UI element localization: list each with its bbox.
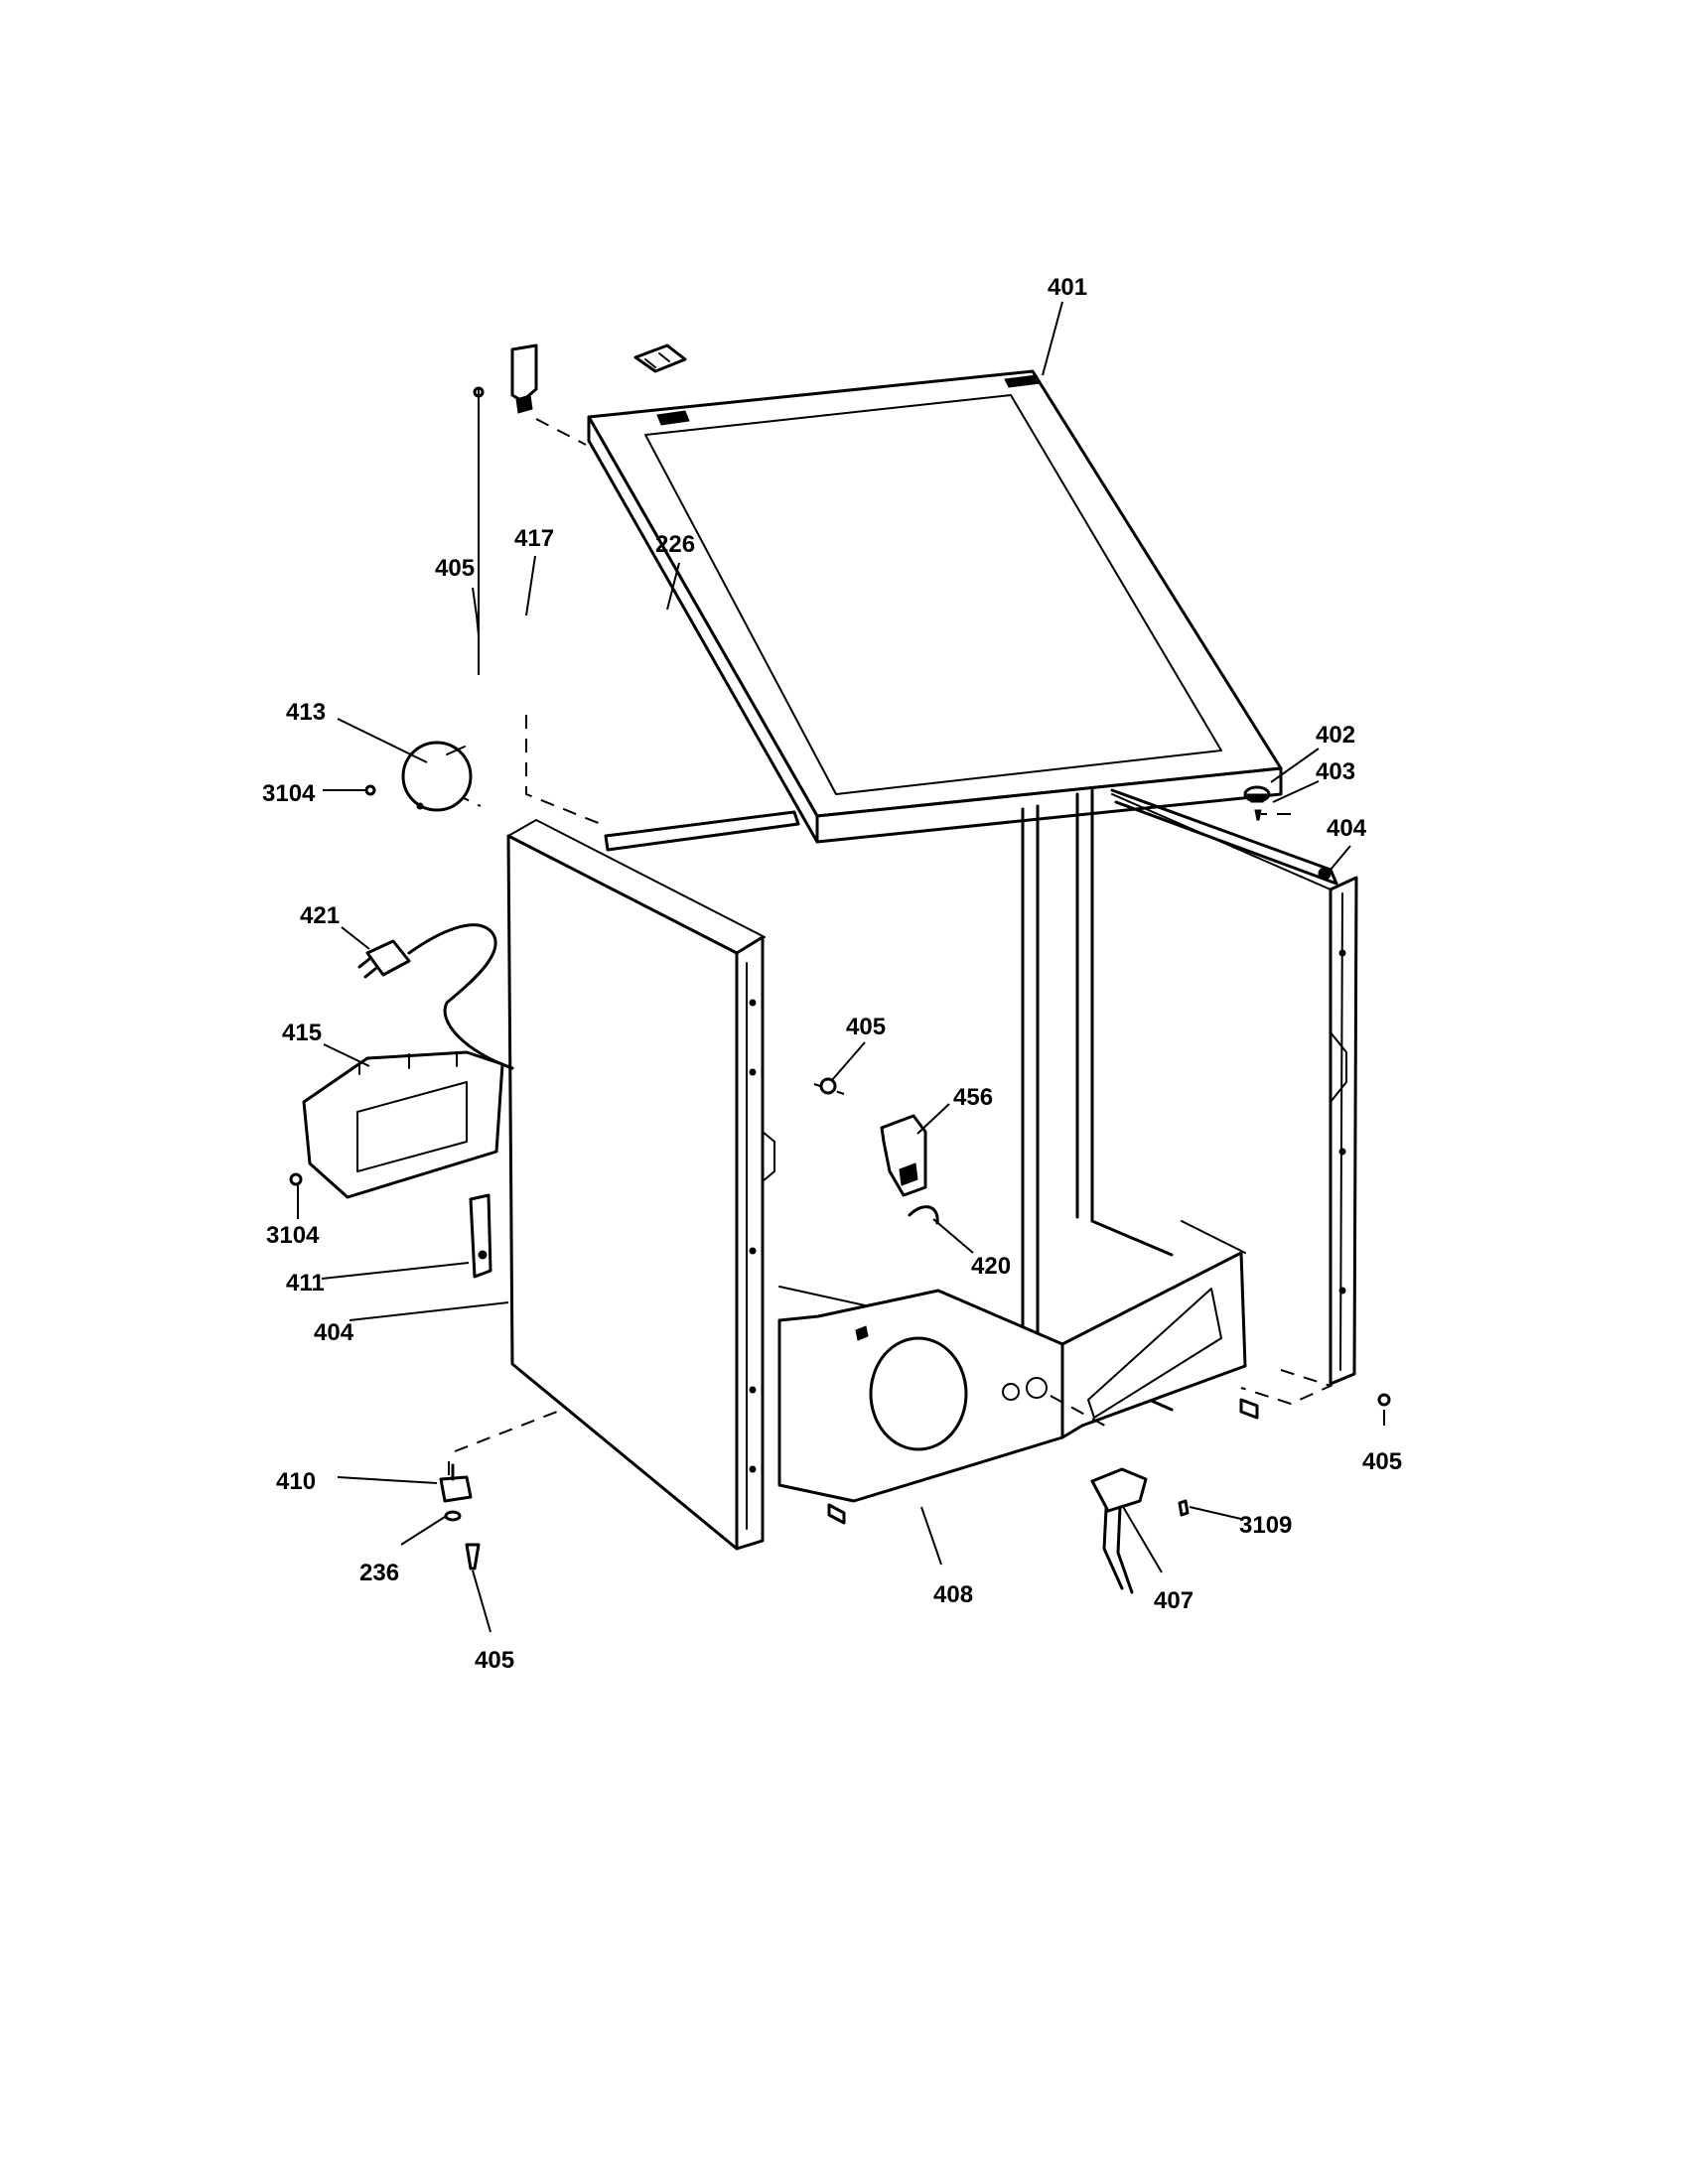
clip-420[interactable] bbox=[908, 1205, 939, 1225]
switch-411[interactable] bbox=[469, 1193, 492, 1279]
label-410: 410 bbox=[276, 1468, 316, 1495]
left-side-panel-404[interactable] bbox=[506, 819, 775, 1551]
screw-405-right[interactable] bbox=[1377, 1393, 1391, 1407]
screw-405-mid[interactable] bbox=[819, 1077, 837, 1095]
label-456: 456 bbox=[953, 1084, 993, 1111]
hinge-417[interactable] bbox=[510, 343, 538, 414]
label-411: 411 bbox=[286, 1270, 325, 1297]
bracket-456[interactable] bbox=[880, 1114, 927, 1197]
label-405-bottom: 405 bbox=[475, 1647, 514, 1674]
screw-405-bottom[interactable] bbox=[465, 1543, 481, 1570]
top-panel-401[interactable] bbox=[587, 369, 1283, 844]
screw-3104-top[interactable] bbox=[364, 784, 376, 796]
label-420: 420 bbox=[971, 1253, 1011, 1280]
label-405-mid: 405 bbox=[846, 1014, 886, 1040]
screw-403[interactable] bbox=[1254, 809, 1262, 821]
clip-226[interactable] bbox=[633, 343, 687, 373]
label-236: 236 bbox=[359, 1560, 399, 1586]
label-226: 226 bbox=[655, 531, 695, 558]
harness-407[interactable] bbox=[1090, 1467, 1148, 1594]
label-3109: 3109 bbox=[1239, 1512, 1292, 1539]
base-408[interactable] bbox=[777, 1220, 1259, 1525]
power-cord-421[interactable] bbox=[357, 923, 514, 1070]
label-407: 407 bbox=[1154, 1587, 1193, 1614]
right-side-panel-404[interactable] bbox=[1111, 793, 1358, 1386]
screw-3104-bottom[interactable] bbox=[289, 1172, 303, 1186]
label-405-top: 405 bbox=[435, 555, 475, 582]
label-404-right: 404 bbox=[1327, 815, 1367, 842]
part-labels: 401 402 403 404 417 226 405 413 3104 421… bbox=[262, 274, 1402, 1674]
label-415: 415 bbox=[282, 1020, 322, 1046]
glide-402[interactable] bbox=[1243, 785, 1271, 803]
label-417: 417 bbox=[514, 525, 554, 552]
label-3104-bottom: 3104 bbox=[266, 1222, 320, 1249]
label-421: 421 bbox=[300, 902, 340, 929]
label-403: 403 bbox=[1316, 758, 1355, 785]
label-3104-top: 3104 bbox=[262, 780, 316, 807]
label-402: 402 bbox=[1316, 722, 1355, 749]
label-404-left: 404 bbox=[314, 1319, 354, 1346]
washer-236[interactable] bbox=[444, 1510, 462, 1522]
leader-lines bbox=[297, 301, 1385, 1633]
label-405-right: 405 bbox=[1362, 1448, 1402, 1475]
cover-413[interactable] bbox=[401, 741, 473, 812]
assembly-lines bbox=[412, 418, 1333, 1489]
screw-3109[interactable] bbox=[1178, 1499, 1190, 1517]
label-401: 401 bbox=[1048, 274, 1087, 301]
cabinet-frame bbox=[604, 788, 1338, 1412]
label-413: 413 bbox=[286, 699, 326, 726]
plate-410[interactable] bbox=[439, 1463, 473, 1503]
bracket-415[interactable] bbox=[302, 1050, 504, 1199]
label-408: 408 bbox=[933, 1581, 973, 1608]
